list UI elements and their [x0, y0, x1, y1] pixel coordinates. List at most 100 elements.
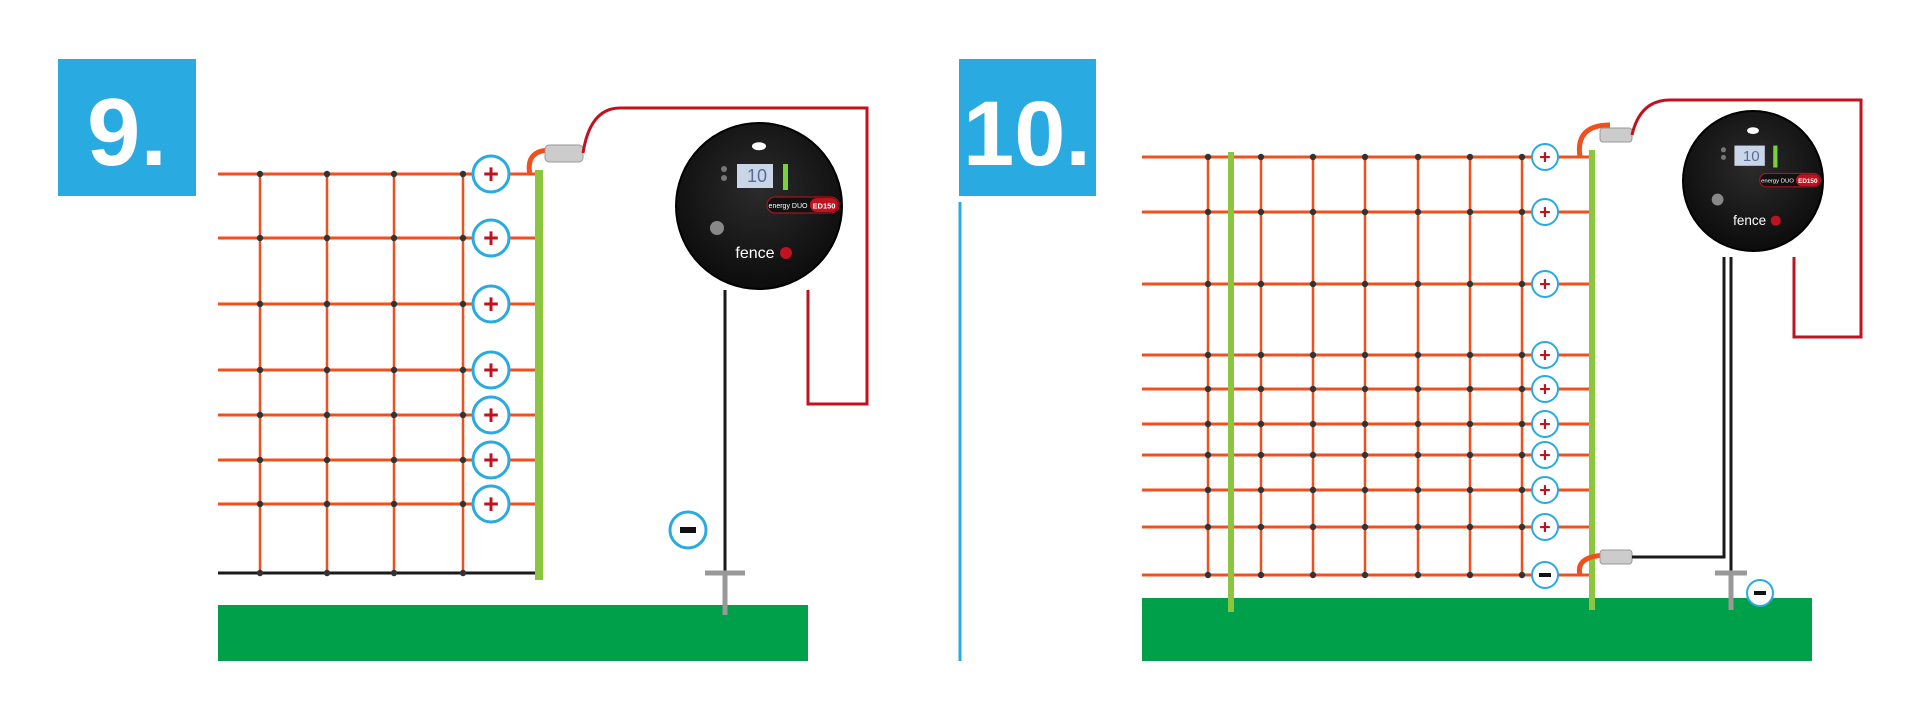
plus-marker: +	[1531, 341, 1559, 369]
net-knot	[1518, 451, 1526, 459]
net-knot	[1518, 351, 1526, 359]
plus-symbol: +	[483, 159, 499, 189]
net-knot	[1518, 523, 1526, 531]
plus-symbol: +	[483, 445, 499, 475]
display-value: 10	[747, 166, 767, 186]
net-knot	[1257, 523, 1265, 531]
button-icon[interactable]	[1720, 147, 1727, 153]
brand-logo-mark	[780, 247, 792, 259]
net-knot	[1204, 420, 1212, 428]
lcd-display	[737, 164, 773, 188]
net-knot	[1204, 208, 1212, 216]
net-knot	[1466, 420, 1474, 428]
plus-marker: +	[1531, 441, 1559, 469]
net-knot	[1204, 351, 1212, 359]
connection-clip-top	[1599, 127, 1633, 143]
live-wire	[1630, 98, 1863, 339]
plus-symbol: +	[1539, 414, 1550, 436]
net-knot	[459, 234, 467, 242]
plus-marker: +	[1531, 270, 1559, 298]
net-knot	[1466, 351, 1474, 359]
net-knot	[1257, 420, 1265, 428]
power-level-bar	[783, 164, 788, 190]
net-knot	[1414, 351, 1422, 359]
net-knot	[1361, 280, 1369, 288]
ground	[218, 605, 808, 661]
net-knot	[1361, 420, 1369, 428]
model-code-badge	[810, 198, 838, 212]
net-knot	[1361, 523, 1369, 531]
brand-logo: fence	[1733, 213, 1766, 228]
model-code: ED150	[1798, 178, 1818, 185]
net-knot	[1466, 153, 1474, 161]
net-knot	[323, 300, 331, 308]
net-knot	[390, 456, 398, 464]
net-knot	[1309, 420, 1317, 428]
net-knot	[323, 234, 331, 242]
net-knot	[256, 366, 264, 374]
net-knot	[323, 569, 331, 577]
net-knot	[1257, 571, 1265, 579]
plus-symbol: +	[483, 400, 499, 430]
net-knot	[1309, 385, 1317, 393]
button-icon[interactable]	[1720, 154, 1727, 160]
step-number-box	[959, 59, 1096, 196]
net-knot	[1466, 451, 1474, 459]
net-knot	[1204, 451, 1212, 459]
earth-wire	[1632, 257, 1726, 559]
plus-symbol: +	[1539, 147, 1550, 169]
minus-marker	[1531, 561, 1774, 607]
plus-symbol: +	[1539, 517, 1550, 539]
power-button-icon[interactable]	[710, 221, 724, 235]
net-knot	[1466, 385, 1474, 393]
net-knot	[1414, 523, 1422, 531]
net-knot	[1309, 153, 1317, 161]
net-knot	[1518, 571, 1526, 579]
fence-post	[535, 170, 543, 580]
net-knot	[459, 456, 467, 464]
plus-marker: +	[471, 350, 511, 390]
power-button-icon[interactable]	[1711, 193, 1724, 206]
fence-post	[1228, 152, 1234, 612]
plus-symbol: +	[483, 355, 499, 385]
net-knot	[1309, 451, 1317, 459]
connection-clip-bottom	[1599, 549, 1633, 565]
net-knot	[1414, 385, 1422, 393]
button-icon[interactable]	[721, 166, 727, 172]
net-knot	[256, 569, 264, 577]
indicator-light	[752, 142, 766, 151]
net-knot	[1309, 351, 1317, 359]
net-knot	[1309, 280, 1317, 288]
plus-marker: +	[471, 484, 511, 524]
plus-marker: +	[471, 154, 511, 194]
net-knot	[1414, 486, 1422, 494]
net-knot	[1361, 153, 1369, 161]
fence-post	[1589, 150, 1595, 610]
net-knot	[459, 500, 467, 508]
plus-symbol: +	[1539, 445, 1550, 467]
net-knot	[459, 300, 467, 308]
net-knot	[390, 500, 398, 508]
plus-symbol: +	[1539, 202, 1550, 224]
net-knot	[323, 366, 331, 374]
net-knot	[1518, 280, 1526, 288]
net-knot	[1518, 208, 1526, 216]
net-knot	[1309, 208, 1317, 216]
net-knot	[1204, 486, 1212, 494]
button-icon[interactable]	[721, 175, 727, 181]
net-knot	[1466, 486, 1474, 494]
plus-marker: +	[1531, 410, 1559, 438]
electric-net	[1142, 153, 1592, 579]
net-knot	[1257, 208, 1265, 216]
net-knot	[256, 411, 264, 419]
net-knot	[1361, 385, 1369, 393]
plus-symbol: +	[483, 223, 499, 253]
step-number: 10.	[963, 83, 1091, 185]
live-wire	[581, 106, 869, 406]
net-knot	[323, 170, 331, 178]
net-knot	[1309, 523, 1317, 531]
net-knot	[390, 300, 398, 308]
